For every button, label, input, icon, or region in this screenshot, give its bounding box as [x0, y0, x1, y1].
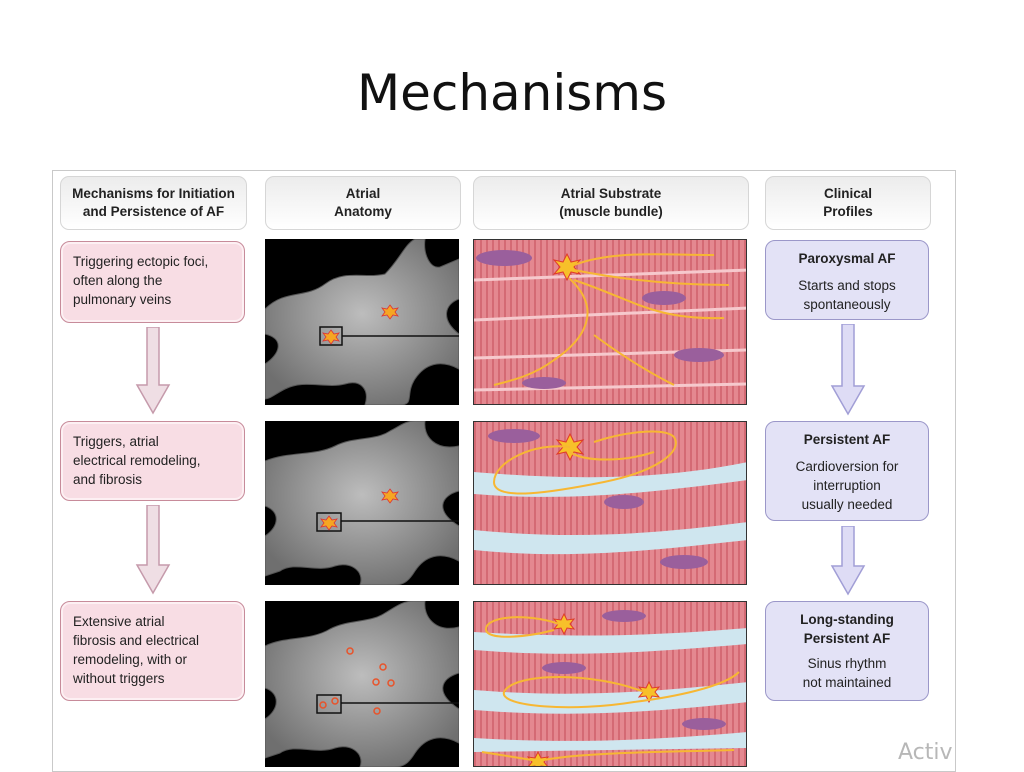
clinical-arrow-2 — [830, 526, 866, 596]
clinical-1-desc1: Starts and stops — [798, 278, 896, 293]
muscle-bundle-illustration-1 — [474, 240, 746, 404]
header-anatomy-line2: Anatomy — [334, 204, 392, 219]
mechanism-2-line1: Triggers, atrial — [73, 434, 159, 449]
mechanism-box-1: Triggering ectopic foci, often along the… — [60, 241, 245, 323]
header-anatomy-line1: Atrial — [345, 186, 381, 201]
substrate-panel-3 — [473, 601, 747, 767]
mechanism-3-line2: fibrosis and electrical — [73, 633, 200, 648]
mechanism-1-line3: pulmonary veins — [73, 292, 172, 307]
header-mechanisms-line1: Mechanisms for Initiation — [72, 186, 235, 201]
clinical-box-paroxysmal: Paroxysmal AF Starts and stops spontaneo… — [765, 240, 929, 320]
mechanism-arrow-1 — [135, 327, 171, 415]
mechanism-box-3: Extensive atrial fibrosis and electrical… — [60, 601, 245, 701]
clinical-2-desc2: interruption — [813, 478, 881, 493]
clinical-arrow-1 — [830, 324, 866, 416]
clinical-3-desc1: Sinus rhythm — [807, 656, 887, 671]
anatomy-panel-2 — [265, 421, 459, 585]
mechanism-2-line2: electrical remodeling, — [73, 453, 201, 468]
header-substrate-line2: (muscle bundle) — [559, 204, 663, 219]
clinical-3-title-line2: Persistent AF — [803, 631, 891, 646]
clinical-3-desc2: not maintained — [802, 675, 892, 690]
mechanism-3-line4: without triggers — [73, 671, 165, 686]
muscle-bundle-illustration-2 — [474, 422, 746, 584]
clinical-2-desc1: Cardioversion for — [795, 459, 899, 474]
clinical-1-desc2: spontaneously — [803, 297, 891, 312]
header-substrate: Atrial Substrate (muscle bundle) — [473, 176, 749, 230]
mechanism-1-line1: Triggering ectopic foci, — [73, 254, 209, 269]
anatomy-panel-3 — [265, 601, 459, 767]
header-mechanisms-line2: and Persistence of AF — [82, 204, 225, 219]
slide-title: Mechanisms — [356, 64, 668, 122]
clinical-box-persistent: Persistent AF Cardioversion for interrup… — [765, 421, 929, 521]
atrium-illustration-3 — [265, 601, 459, 767]
muscle-bundle-illustration-3 — [474, 602, 746, 766]
mechanism-box-2: Triggers, atrial electrical remodeling, … — [60, 421, 245, 501]
atrium-illustration-2 — [265, 421, 459, 585]
mechanism-arrow-2 — [135, 505, 171, 595]
header-clinical-line1: Clinical — [823, 186, 872, 201]
activation-watermark: Activ — [898, 740, 953, 765]
mechanism-3-line1: Extensive atrial — [73, 614, 165, 629]
clinical-1-title: Paroxysmal AF — [798, 251, 896, 266]
header-clinical-line2: Profiles — [823, 204, 873, 219]
clinical-3-title-line1: Long-standing — [800, 612, 894, 627]
clinical-2-title: Persistent AF — [803, 432, 891, 447]
header-mechanisms: Mechanisms for Initiation and Persistence… — [60, 176, 247, 230]
mechanism-3-line3: remodeling, with or — [73, 652, 188, 667]
mechanism-2-line3: and fibrosis — [73, 472, 143, 487]
substrate-panel-1 — [473, 239, 747, 405]
atrium-illustration-1 — [265, 239, 459, 405]
header-substrate-line1: Atrial Substrate — [560, 186, 662, 201]
af-mechanisms-figure: Mechanisms for Initiation and Persistence… — [52, 170, 956, 772]
anatomy-panel-1 — [265, 239, 459, 405]
mechanism-1-line2: often along the — [73, 273, 163, 288]
substrate-panel-2 — [473, 421, 747, 585]
clinical-2-desc3: usually needed — [801, 497, 893, 512]
